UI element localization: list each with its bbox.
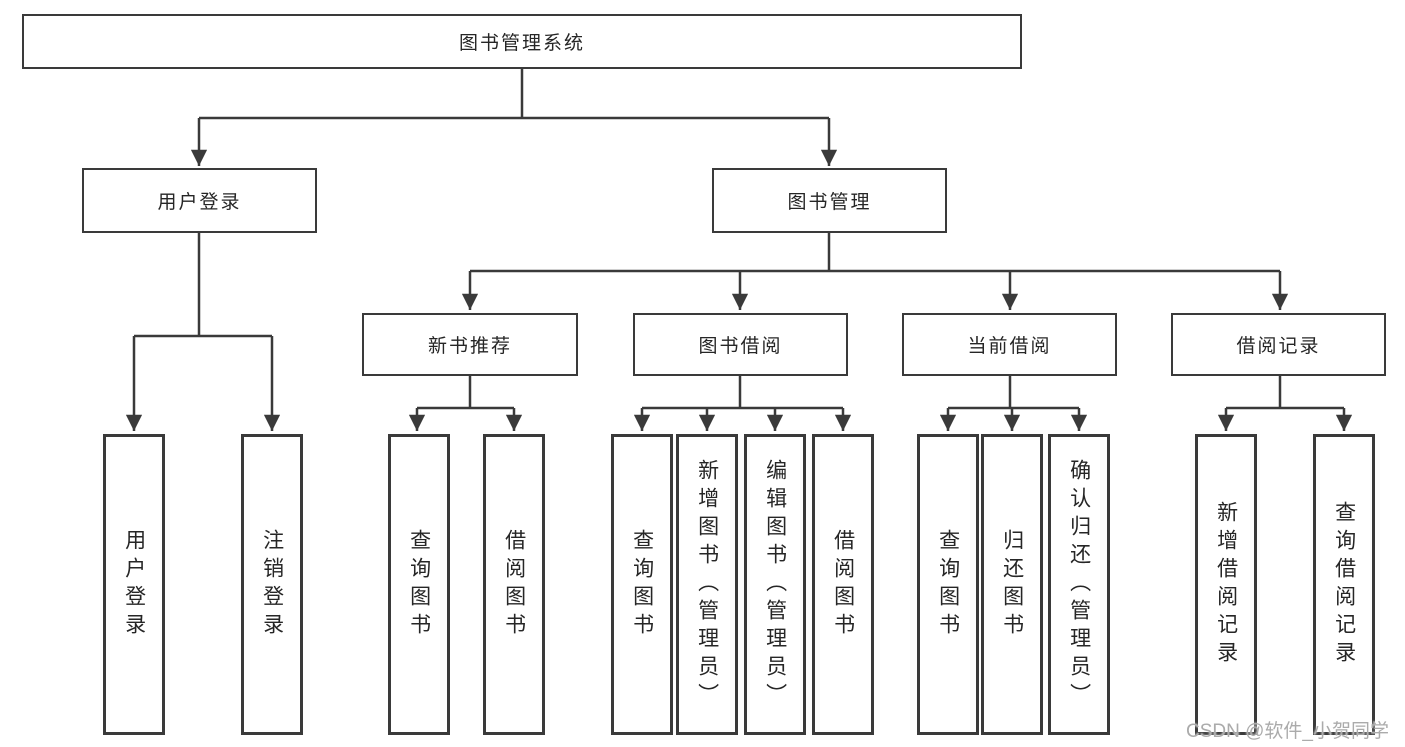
node-book-management-label: 图书管理: [787, 192, 872, 213]
leaf-user-login-label: 用户登录: [122, 528, 146, 641]
leaf-add-book-admin: 新增图书（管理员）: [676, 434, 738, 735]
leaf-borrow-book-2-label: 借阅图书: [831, 528, 855, 641]
leaf-borrow-book-1-label: 借阅图书: [502, 528, 526, 641]
node-user-login: 用户登录: [82, 168, 317, 233]
leaf-confirm-return-admin-label: 确认归还（管理员）: [1067, 458, 1091, 711]
leaf-query-book-1: 查询图书: [388, 434, 450, 735]
node-borrow-records: 借阅记录: [1171, 313, 1386, 376]
node-root-system: 图书管理系统: [22, 14, 1022, 69]
leaf-query-book-2: 查询图书: [611, 434, 673, 735]
node-borrow-records-label: 借阅记录: [1236, 336, 1321, 357]
leaf-user-login: 用户登录: [103, 434, 165, 735]
node-user-login-label: 用户登录: [157, 192, 242, 213]
node-new-book-recommend-label: 新书推荐: [427, 336, 512, 357]
leaf-add-borrow-record: 新增借阅记录: [1195, 434, 1257, 735]
leaf-query-book-3-label: 查询图书: [936, 528, 960, 641]
node-book-management: 图书管理: [712, 168, 947, 233]
leaf-logout: 注销登录: [241, 434, 303, 735]
node-root-system-label: 图书管理系统: [458, 33, 585, 54]
leaf-edit-book-admin-label: 编辑图书（管理员）: [763, 458, 787, 711]
node-current-borrow-label: 当前借阅: [967, 336, 1052, 357]
leaf-query-borrow-record-label: 查询借阅记录: [1332, 500, 1356, 669]
leaf-logout-label: 注销登录: [260, 528, 284, 641]
leaf-return-book-label: 归还图书: [1000, 528, 1024, 641]
leaf-edit-book-admin: 编辑图书（管理员）: [744, 434, 806, 735]
csdn-watermark: CSDN @软件_小贺同学: [1186, 721, 1389, 742]
leaf-return-book: 归还图书: [981, 434, 1043, 735]
node-current-borrow: 当前借阅: [902, 313, 1117, 376]
leaf-add-borrow-record-label: 新增借阅记录: [1214, 500, 1238, 669]
node-book-borrow-label: 图书借阅: [698, 336, 783, 357]
leaf-query-borrow-record: 查询借阅记录: [1313, 434, 1375, 735]
leaf-query-book-1-label: 查询图书: [407, 528, 431, 641]
node-book-borrow: 图书借阅: [633, 313, 848, 376]
leaf-borrow-book-2: 借阅图书: [812, 434, 874, 735]
leaf-query-book-3: 查询图书: [917, 434, 979, 735]
node-new-book-recommend: 新书推荐: [362, 313, 578, 376]
leaf-confirm-return-admin: 确认归还（管理员）: [1048, 434, 1110, 735]
leaf-add-book-admin-label: 新增图书（管理员）: [695, 458, 719, 711]
leaf-query-book-2-label: 查询图书: [630, 528, 654, 641]
leaf-borrow-book-1: 借阅图书: [483, 434, 545, 735]
